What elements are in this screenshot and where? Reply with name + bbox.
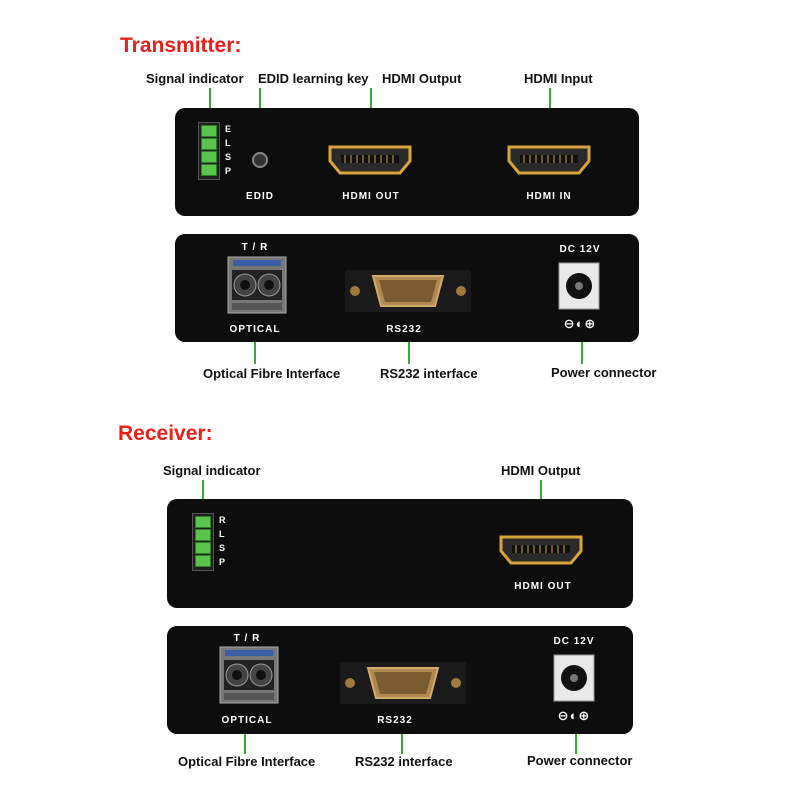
tx-power-callout: Power connector [551,365,657,380]
tx-hdmi-out-label: HDMI OUT [342,191,400,202]
rx-led-indicator-icon [192,513,214,571]
receiver-title: Receiver: [118,422,213,445]
db9-port-icon[interactable] [345,270,471,312]
rx-signal-indicator-callout: Signal indicator [163,463,261,478]
hdmi-port-icon[interactable] [498,534,584,566]
rx-rs232-callout: RS232 interface [355,754,453,769]
rx-front-panel: R L S P HDMI OUT [167,499,633,608]
tx-polarity: ⊖◐⊕ [563,316,597,331]
rx-optical-label: OPTICAL [221,715,273,726]
tx-leader-hdmi-out [370,88,372,108]
rx-rs232-label: RS232 [377,715,413,726]
transmitter-title: Transmitter: [120,34,242,57]
hdmi-port-icon[interactable] [327,144,413,176]
tx-hdmi-input-callout: HDMI Input [524,71,593,86]
rx-rear-panel: T / R OPTICAL RS232 DC 12V ⊖◐⊕ [167,626,633,734]
tx-hdmi-in-label: HDMI IN [526,191,572,202]
tx-rs232-label: RS232 [386,324,422,335]
tx-optical-label: OPTICAL [229,324,281,335]
rx-tr-label: T / R [233,633,261,644]
dc-jack-icon[interactable] [553,654,595,702]
tx-leader-rs232 [408,342,410,364]
rx-hdmi-out-label: HDMI OUT [514,581,572,592]
tx-leader-optical [254,342,256,364]
tx-led-letters: E L S P [225,124,232,176]
tx-leader-edid [259,88,261,108]
tx-tr-label: T / R [241,242,269,253]
rx-leader-rs232 [401,734,403,754]
rx-leader-signal [202,480,204,500]
rx-optical-callout: Optical Fibre Interface [178,754,316,769]
sfp-port-icon[interactable] [219,646,279,704]
tx-rs232-callout: RS232 interface [380,366,478,381]
hdmi-port-icon[interactable] [506,144,592,176]
rx-led-letters: R L S P [219,515,226,567]
tx-leader-signal [209,88,211,108]
rx-polarity: ⊖◐⊕ [557,708,591,723]
tx-optical-callout: Optical Fibre Interface [203,366,341,381]
tx-rear-panel: T / R OPTICAL RS232 DC 12V ⊖◐⊕ [175,234,639,342]
tx-signal-indicator-callout: Signal indicator [146,71,244,86]
rx-leader-power [575,734,577,754]
tx-dc-label: DC 12V [559,244,601,255]
tx-leader-hdmi-in [549,88,551,108]
sfp-port-icon[interactable] [227,256,287,314]
tx-front-panel: E L S P EDID HDMI OUT HDMI IN [175,108,639,216]
rx-power-callout: Power connector [527,753,633,768]
tx-leader-power [581,342,583,364]
tx-edid-label: EDID [246,191,274,202]
db9-port-icon[interactable] [340,662,466,704]
edid-button-icon[interactable] [252,152,268,168]
rx-dc-label: DC 12V [553,636,595,647]
tx-hdmi-output-callout: HDMI Output [382,71,462,86]
rx-leader-optical [244,734,246,754]
tx-led-indicator-icon [198,122,220,180]
dc-jack-icon[interactable] [558,262,600,310]
tx-edid-key-callout: EDID learning key [258,71,369,86]
rx-leader-hdmi-out [540,480,542,500]
rx-hdmi-output-callout: HDMI Output [501,463,581,478]
